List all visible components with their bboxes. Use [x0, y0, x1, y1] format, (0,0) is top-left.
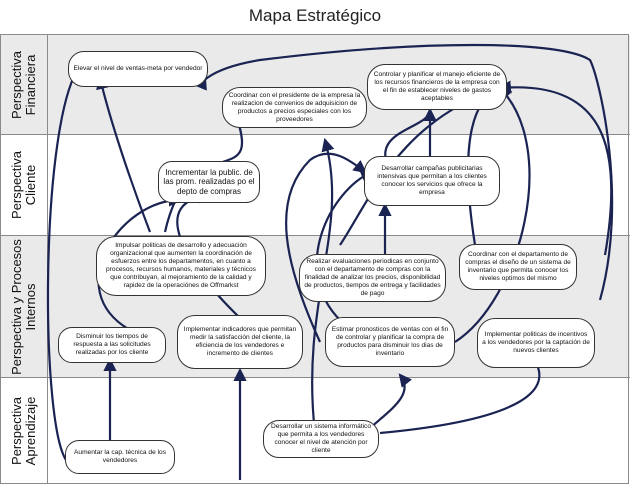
lane-label-text: Perspectiva Aprendizaje	[8, 396, 38, 466]
node-label: Estimar pronosticos de ventas con el fin…	[331, 326, 449, 357]
node-elevar-ventas: Elevar el nivel de ventas-meta por vende…	[68, 51, 208, 87]
node-impulsar-politicas: Impulsar politicas de desarrollo y adecu…	[96, 236, 266, 296]
node-label: Controlar y planificar el manejo eficien…	[373, 71, 501, 102]
lane-label-procesos: Perspectiva y Procesos Internos	[0, 236, 47, 377]
lane-divider	[0, 235, 630, 236]
node-label: Realizar evaluaciones periodicas en conj…	[304, 258, 441, 297]
lane-label-cliente: Perspectiva Cliente	[0, 135, 47, 235]
node-incentivos: Implementar politicas de incentivos a lo…	[477, 318, 595, 368]
node-label: Desarrollar un sistema informático que p…	[270, 423, 372, 454]
node-label: Implementar indicadores que permitan med…	[183, 326, 297, 357]
node-indicadores: Implementar indicadores que permitan med…	[177, 315, 303, 369]
lane-divider	[0, 134, 630, 135]
lane-label-financiera: Perspectiva Financiera	[0, 35, 47, 134]
node-label: Disminuir los tiempos de respuesta a las…	[73, 333, 151, 356]
node-label: Coordinar con el presidente de la empres…	[228, 91, 361, 123]
node-campanas-publicitarias: Desarrollar campañas publicitarias inten…	[364, 156, 500, 206]
node-label: Aumentar la cap. técnica de los vendedor…	[74, 449, 166, 464]
node-incrementar-public: Incrementar la public. de las prom. real…	[158, 161, 260, 203]
node-disminuir-tiempos: Disminuir los tiempos de respuesta a las…	[58, 327, 166, 363]
node-sistema-informatico: Desarrollar un sistema informático que p…	[263, 420, 379, 458]
lane-label-text: Perspectiva y Procesos Internos	[8, 238, 38, 375]
lane-label-aprendizaje: Perspectiva Aprendizaje	[0, 378, 47, 484]
node-label: Impulsar politicas de desarrollo y adecu…	[106, 242, 256, 289]
node-evaluaciones: Realizar evaluaciones periodicas en conj…	[299, 254, 446, 302]
lane-label-text: Perspectiva Financiera	[8, 50, 38, 119]
node-capacitacion: Aumentar la cap. técnica de los vendedor…	[65, 440, 175, 474]
node-label: Implementar politicas de incentivos a lo…	[482, 331, 590, 354]
node-label: Elevar el nivel de ventas-meta por vende…	[73, 65, 203, 72]
page-title: Mapa Estratégico	[248, 6, 382, 25]
lane-divider	[0, 377, 630, 378]
node-coordinar-presidente: Coordinar con el presidente de la empres…	[222, 87, 367, 128]
node-label: Desarrollar campañas publicitarias inten…	[377, 165, 487, 196]
node-label: Coordinar con el departamento de compras…	[465, 251, 571, 282]
node-pronosticos: Estimar pronosticos de ventas con el fin…	[325, 317, 455, 367]
node-controlar-recursos: Controlar y planificar el manejo eficien…	[367, 64, 507, 110]
node-coordinar-compras: Coordinar con el departamento de compras…	[459, 244, 577, 290]
node-label: Incrementar la public. de las prom. real…	[163, 167, 255, 196]
lane-label-text: Perspectiva Cliente	[8, 151, 38, 219]
